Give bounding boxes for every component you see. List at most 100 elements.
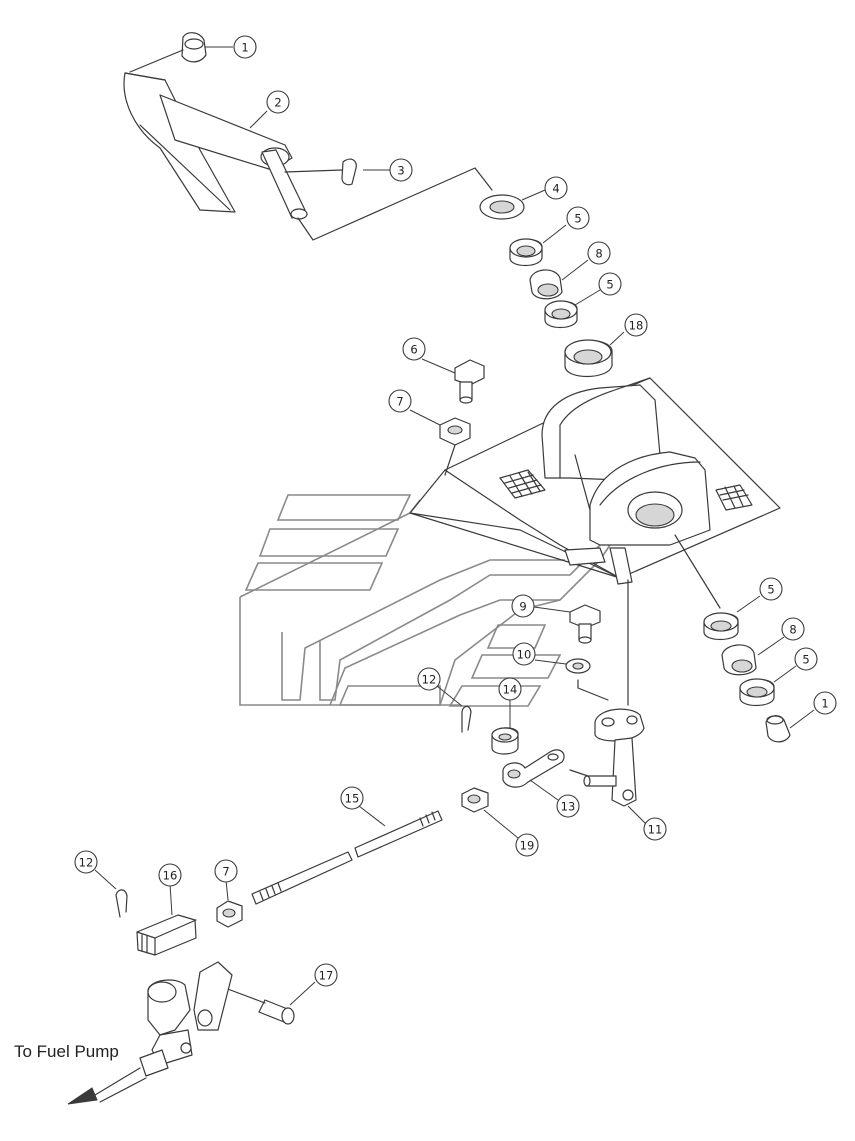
- callout-1: 1: [813, 691, 837, 715]
- washer-4: [479, 194, 525, 220]
- bolt-9: [569, 604, 601, 644]
- callout-circle: [314, 963, 338, 987]
- cotter-pin-small: [341, 158, 357, 186]
- callout-number: 16: [163, 869, 178, 883]
- callout-circle: [498, 677, 522, 701]
- leader-lines: [94, 46, 815, 1006]
- hatch-left: [499, 469, 546, 499]
- callout-number: 7: [396, 395, 403, 409]
- block-16: [136, 914, 197, 956]
- callout-number: 7: [222, 865, 229, 879]
- callout-number: 5: [574, 212, 581, 226]
- callout-number: 3: [397, 164, 404, 178]
- callout-circle: [643, 817, 667, 841]
- callout-circle: [74, 850, 98, 874]
- callout-number: 17: [319, 969, 334, 983]
- callout-circle: [266, 90, 290, 114]
- callout-circle: [759, 577, 783, 601]
- callout-number: 18: [629, 319, 644, 333]
- fuel-pump-caption: To Fuel Pump: [14, 1042, 119, 1061]
- callout-8: 8: [781, 617, 805, 641]
- callout-circle: [813, 691, 837, 715]
- bushing-14: [491, 727, 519, 755]
- callout-circle: [402, 337, 426, 361]
- callout-12: 12: [417, 667, 441, 691]
- callout-4: 4: [544, 176, 568, 200]
- bushing-5c: [703, 612, 739, 641]
- callout-7: 7: [214, 859, 238, 883]
- callout-number: 4: [552, 182, 559, 196]
- clevis-pin-17: [258, 999, 295, 1025]
- callout-number: 5: [802, 653, 809, 667]
- callout-circle: [794, 647, 818, 671]
- cotter-pin-12-lower: [115, 889, 128, 918]
- callout-11: 11: [643, 817, 667, 841]
- callout-number: 15: [345, 792, 360, 806]
- callout-15: 15: [340, 786, 364, 810]
- pedal-pad: [123, 72, 236, 213]
- callout-number: 5: [767, 583, 774, 597]
- pedal-bracket: [409, 377, 781, 585]
- callout-16: 16: [158, 863, 182, 887]
- callout-circle: [624, 313, 648, 337]
- callout-number: 12: [79, 856, 94, 870]
- rod-end-13: [502, 749, 565, 788]
- spacer-8a: [529, 269, 563, 300]
- callout-circle: [340, 786, 364, 810]
- pedal-pad-rubber: [181, 32, 207, 63]
- spacer-8b: [721, 644, 757, 676]
- callout-number: 11: [648, 823, 663, 837]
- callout-14: 14: [498, 677, 522, 701]
- callout-number: 19: [520, 839, 535, 853]
- callout-number: 14: [503, 683, 518, 697]
- callout-circle: [512, 642, 536, 666]
- callout-13: 13: [556, 794, 580, 818]
- callout-circle: [544, 176, 568, 200]
- callout-circle: [781, 617, 805, 641]
- callout-circle: [388, 389, 412, 413]
- callout-circle: [587, 241, 611, 265]
- callout-5: 5: [566, 206, 590, 230]
- callout-5: 5: [759, 577, 783, 601]
- callout-10: 10: [512, 642, 536, 666]
- nut-7-lower: [216, 900, 243, 928]
- pad-1-lower: [765, 715, 791, 743]
- callout-9: 9: [511, 594, 535, 618]
- callout-circle: [417, 667, 441, 691]
- callout-circle: [598, 272, 622, 296]
- callout-12: 12: [74, 850, 98, 874]
- washer-10: [565, 658, 591, 674]
- callout-7: 7: [388, 389, 412, 413]
- callout-5: 5: [598, 272, 622, 296]
- rod-15: [251, 810, 443, 905]
- callout-number: 5: [606, 278, 613, 292]
- callout-19: 19: [515, 833, 539, 857]
- hatch-right: [715, 484, 753, 511]
- callout-circle: [511, 594, 535, 618]
- bolt-6: [454, 359, 485, 404]
- fuel-pump-lever: [94, 961, 233, 1103]
- callout-number: 8: [595, 247, 602, 261]
- callout-number: 6: [410, 343, 417, 357]
- callout-circle: [515, 833, 539, 857]
- callout-5: 5: [794, 647, 818, 671]
- callout-2: 2: [266, 90, 290, 114]
- callout-6: 6: [402, 337, 426, 361]
- callout-18: 18: [624, 313, 648, 337]
- callout-circle: [566, 206, 590, 230]
- lever-11: [583, 708, 645, 807]
- pedal-arm: [159, 94, 308, 220]
- callout-17: 17: [314, 963, 338, 987]
- callout-number: 12: [422, 673, 437, 687]
- callout-number: 13: [561, 800, 576, 814]
- bushing-18: [564, 339, 613, 377]
- callout-number: 10: [517, 648, 532, 662]
- callout-circle: [556, 794, 580, 818]
- bushing-5d: [739, 678, 775, 707]
- callout-number: 1: [821, 697, 828, 711]
- floor-panel: [239, 494, 611, 707]
- callout-number: 9: [519, 600, 526, 614]
- bushing-5b: [544, 300, 578, 329]
- nut-19: [461, 787, 489, 813]
